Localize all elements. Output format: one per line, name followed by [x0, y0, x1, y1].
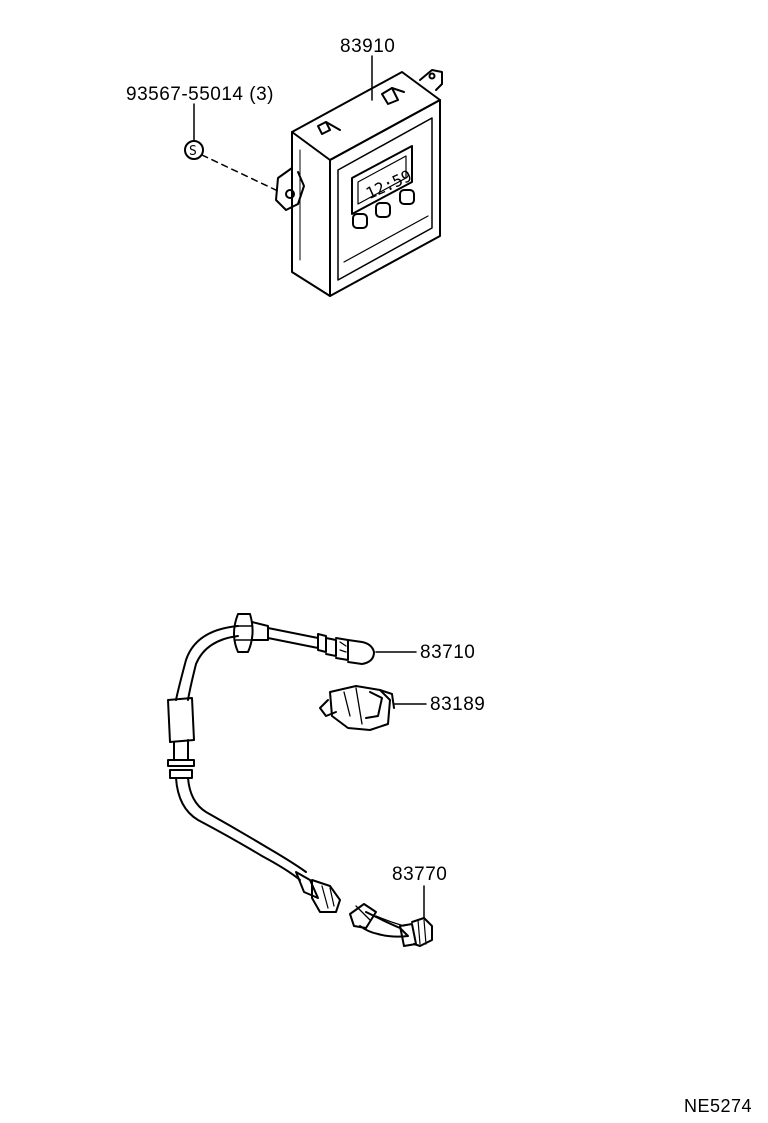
label-driven-gear: 83770	[392, 864, 448, 885]
screw-symbol-letter: S	[189, 144, 197, 159]
driven-gear	[349, 885, 433, 947]
diagram-code: NE5274	[684, 1096, 753, 1116]
label-screw: 93567-55014 (3)	[126, 84, 274, 105]
clamp	[319, 685, 427, 731]
label-clamp: 83189	[430, 694, 486, 715]
clock-display-text: 12:59	[363, 166, 415, 203]
speedometer-cable	[167, 613, 417, 913]
label-clock-module: 83910	[340, 36, 396, 57]
label-speedometer-cable: 83710	[420, 642, 476, 663]
screw-symbol	[184, 103, 281, 193]
clock-module	[275, 69, 443, 297]
